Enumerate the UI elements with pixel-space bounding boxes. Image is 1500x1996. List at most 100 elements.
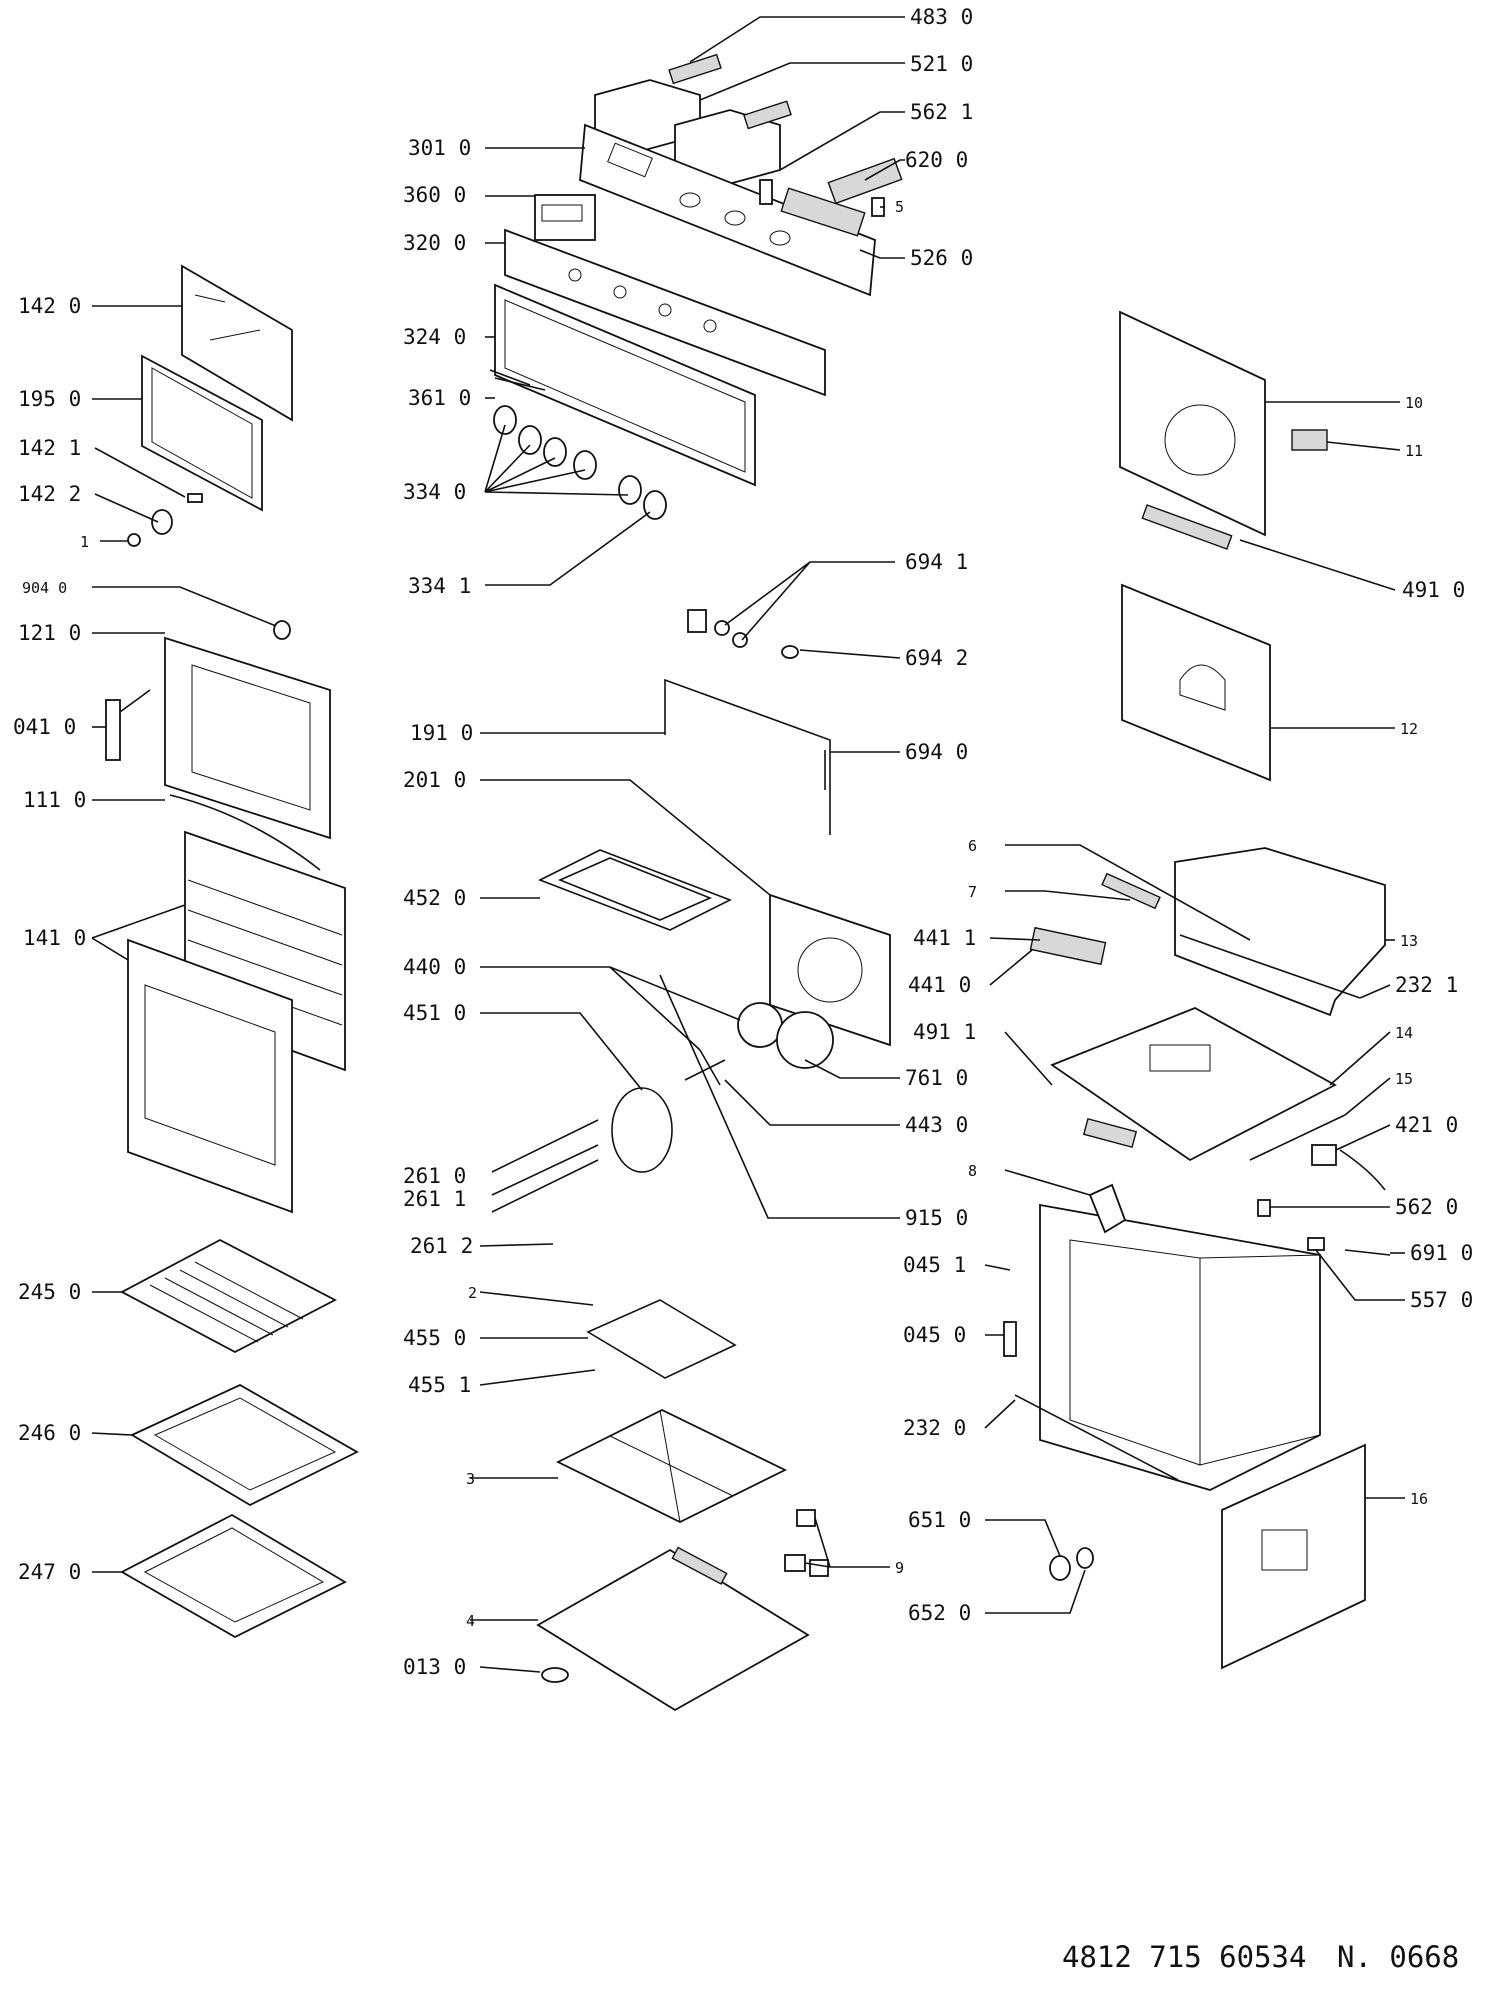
diagram-part-number: 4812 715 60534 — [1062, 1940, 1306, 1974]
callout-15: 15 — [1395, 1070, 1413, 1088]
part-rear-control-panel — [579, 123, 876, 297]
part-outer-door-glass — [127, 938, 293, 1214]
diagram-sheet-number: N. 0668 — [1337, 1940, 1459, 1974]
part-cavity-seal — [664, 678, 831, 835]
callout-13: 13 — [1400, 932, 1418, 950]
callout-620-0: 620 0 — [905, 148, 968, 172]
callout-441-1: 441 1 — [913, 926, 976, 950]
callout-521-0: 521 0 — [910, 52, 973, 76]
callout-261-1: 261 1 — [403, 1187, 466, 1211]
callout-652-0: 652 0 — [908, 1601, 971, 1625]
callout-142-2: 142 2 — [18, 482, 81, 506]
part-grill-element — [538, 849, 732, 931]
leader-lines — [91, 16, 1405, 1673]
callout-491-1: 491 1 — [913, 1020, 976, 1044]
callout-455-1: 455 1 — [408, 1373, 471, 1397]
part-side-panel — [1221, 1443, 1366, 1670]
part-fascia-frame — [494, 283, 756, 487]
callout-360-0: 360 0 — [403, 183, 466, 207]
part-knobs — [489, 369, 667, 520]
part-clock-module — [534, 194, 596, 241]
callout-121-0: 121 0 — [18, 621, 81, 645]
part-door-seal — [141, 354, 263, 512]
callout-526-0: 526 0 — [910, 246, 973, 270]
part-ring-element — [611, 1087, 673, 1173]
callout-301-0: 301 0 — [408, 136, 471, 160]
callout-8: 8 — [968, 1162, 977, 1180]
callout-334-1: 334 1 — [408, 574, 471, 598]
callout-451-0: 451 0 — [403, 1001, 466, 1025]
callout-9: 9 — [895, 1559, 904, 1577]
part-roasting-tray — [120, 1513, 347, 1639]
callout-12: 12 — [1400, 720, 1418, 738]
callout-491-0: 491 0 — [1402, 578, 1465, 602]
part-fan-bracket — [1121, 583, 1271, 782]
callout-111-0: 111 0 — [23, 788, 86, 812]
callout-247-0: 247 0 — [18, 1560, 81, 1584]
callout-562-0: 562 0 — [1395, 1195, 1458, 1219]
callout-1: 1 — [80, 533, 89, 551]
part-inner-door-glass — [181, 264, 293, 422]
callout-201-0: 201 0 — [403, 768, 466, 792]
part-top-cover — [1174, 847, 1386, 1017]
callout-261-0: 261 0 — [403, 1164, 466, 1188]
callout-045-1: 045 1 — [903, 1253, 966, 1277]
callout-694-0: 694 0 — [905, 740, 968, 764]
callout-11: 11 — [1405, 442, 1423, 460]
callout-6: 6 — [968, 837, 977, 855]
callout-3: 3 — [466, 1470, 475, 1488]
callout-761-0: 761 0 — [905, 1066, 968, 1090]
part-oven-cavity — [1039, 1203, 1321, 1491]
callout-915-0: 915 0 — [905, 1206, 968, 1230]
callout-013-0: 013 0 — [403, 1655, 466, 1679]
callout-245-0: 245 0 — [18, 1280, 81, 1304]
callout-440-0: 440 0 — [403, 955, 466, 979]
callout-5: 5 — [895, 198, 904, 216]
callout-232-1: 232 1 — [1395, 973, 1458, 997]
part-bottom-panel — [536, 1548, 810, 1712]
callout-443-0: 443 0 — [905, 1113, 968, 1137]
callout-232-0: 232 0 — [903, 1416, 966, 1440]
callout-041-0: 041 0 — [13, 715, 76, 739]
callout-691-0: 691 0 — [1410, 1241, 1473, 1265]
part-front-fascia — [504, 228, 826, 397]
part-fan-cover — [769, 893, 891, 1047]
callout-320-0: 320 0 — [403, 231, 466, 255]
part-cavity-top-plate — [1050, 1007, 1337, 1162]
callout-651-0: 651 0 — [908, 1508, 971, 1532]
callout-16: 16 — [1410, 1490, 1428, 1508]
callout-191-0: 191 0 — [410, 721, 473, 745]
callout-14: 14 — [1395, 1024, 1413, 1042]
callout-421-0: 421 0 — [1395, 1113, 1458, 1137]
callout-361-0: 361 0 — [408, 386, 471, 410]
callout-694-1: 694 1 — [905, 550, 968, 574]
callout-246-0: 246 0 — [18, 1421, 81, 1445]
callout-142-1: 142 1 — [18, 436, 81, 460]
part-rear-panel — [1119, 310, 1266, 537]
callout-694-2: 694 2 — [905, 646, 968, 670]
callout-455-0: 455 0 — [403, 1326, 466, 1350]
callout-2: 2 — [468, 1284, 477, 1302]
callout-142-0: 142 0 — [18, 294, 81, 318]
callout-4: 4 — [466, 1612, 475, 1630]
callout-7: 7 — [968, 883, 977, 901]
callout-562-1: 562 1 — [910, 100, 973, 124]
callout-452-0: 452 0 — [403, 886, 466, 910]
part-door-frame — [164, 636, 331, 840]
callout-141-0: 141 0 — [23, 926, 86, 950]
callout-441-0: 441 0 — [908, 973, 971, 997]
callout-045-0: 045 0 — [903, 1323, 966, 1347]
callout-10: 10 — [1405, 394, 1423, 412]
callout-195-0: 195 0 — [18, 387, 81, 411]
callout-324-0: 324 0 — [403, 325, 466, 349]
part-baking-tray — [130, 1383, 359, 1507]
part-drawings — [105, 53, 1391, 1712]
part-bottom-element — [586, 1299, 737, 1379]
callout-557-0: 557 0 — [1410, 1288, 1473, 1312]
callout-483-0: 483 0 — [910, 5, 973, 29]
callout-261-2: 261 2 — [410, 1234, 473, 1258]
callout-labels: 483 0 521 0 562 1 620 0 5 526 0 301 0 36… — [13, 5, 1473, 1679]
callout-904-0: 904 0 — [22, 579, 67, 597]
callout-334-0: 334 0 — [403, 480, 466, 504]
